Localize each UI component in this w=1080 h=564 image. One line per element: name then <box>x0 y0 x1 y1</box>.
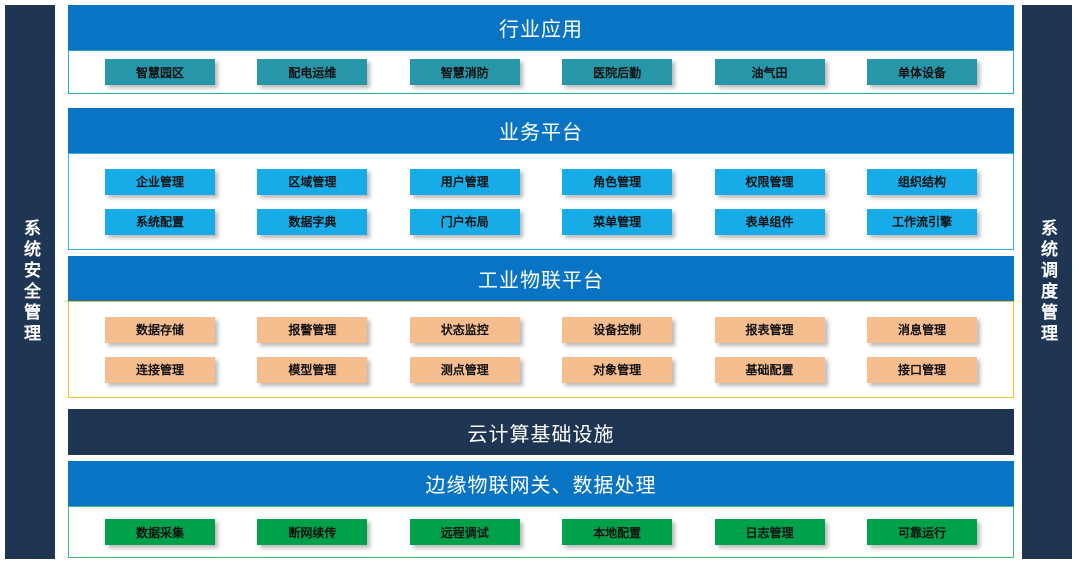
chip-region-management[interactable]: 区域管理 <box>257 168 368 195</box>
chip-row: 数据存储 报警管理 状态监控 设备控制 报表管理 消息管理 <box>69 316 1013 343</box>
chip-enterprise-management[interactable]: 企业管理 <box>105 168 215 195</box>
chip-model-management[interactable]: 模型管理 <box>257 356 368 383</box>
section-cloud-infrastructure: 云计算基础设施 <box>68 409 1014 455</box>
chip-offline-resume-transfer[interactable]: 断网续传 <box>257 519 368 545</box>
chip-menu-management[interactable]: 菜单管理 <box>562 208 673 235</box>
chip-data-dictionary[interactable]: 数据字典 <box>257 208 368 235</box>
chip-permission-management[interactable]: 权限管理 <box>714 168 825 195</box>
section-header-cloud-infrastructure: 云计算基础设施 <box>68 409 1014 455</box>
section-body-edge-gateway: 数据采集 断网续传 远程调试 本地配置 日志管理 可靠运行 <box>68 506 1014 558</box>
chip-alarm-management[interactable]: 报警管理 <box>257 316 368 343</box>
chip-data-storage[interactable]: 数据存储 <box>105 316 215 343</box>
chip-row: 连接管理 模型管理 测点管理 对象管理 基础配置 接口管理 <box>69 356 1013 383</box>
chip-row: 系统配置 数据字典 门户布局 菜单管理 表单组件 工作流引擎 <box>69 208 1013 235</box>
chip-standalone-device[interactable]: 单体设备 <box>866 59 977 85</box>
chip-local-config[interactable]: 本地配置 <box>562 519 673 545</box>
section-industry-application: 行业应用 智慧园区 配电运维 智慧消防 医院后勤 油气田 单体设备 <box>68 5 1014 94</box>
chip-row: 智慧园区 配电运维 智慧消防 医院后勤 油气田 单体设备 <box>69 59 1013 85</box>
chip-remote-debugging[interactable]: 远程调试 <box>409 519 520 545</box>
chip-measure-point-management[interactable]: 测点管理 <box>409 356 520 383</box>
chip-portal-layout[interactable]: 门户布局 <box>409 208 520 235</box>
chip-device-control[interactable]: 设备控制 <box>562 316 673 343</box>
chip-smart-firefighting[interactable]: 智慧消防 <box>409 59 520 85</box>
sidebar-left-label: 系统安全管理 <box>21 219 40 345</box>
chip-smart-park[interactable]: 智慧园区 <box>105 59 215 85</box>
section-header-business-platform: 业务平台 <box>68 108 1014 153</box>
section-body-industrial-iot-platform: 数据存储 报警管理 状态监控 设备控制 报表管理 消息管理 连接管理 模型管理 … <box>68 301 1014 398</box>
chip-form-component[interactable]: 表单组件 <box>714 208 825 235</box>
chip-reliable-operation[interactable]: 可靠运行 <box>866 519 977 545</box>
section-edge-gateway: 边缘物联网关、数据处理 数据采集 断网续传 远程调试 本地配置 日志管理 可靠运… <box>68 461 1014 558</box>
chip-oil-gas-field[interactable]: 油气田 <box>714 59 825 85</box>
section-industrial-iot-platform: 工业物联平台 数据存储 报警管理 状态监控 设备控制 报表管理 消息管理 连接管… <box>68 256 1014 398</box>
chip-status-monitoring[interactable]: 状态监控 <box>409 316 520 343</box>
section-header-edge-gateway: 边缘物联网关、数据处理 <box>68 461 1014 506</box>
chip-power-dist-ops[interactable]: 配电运维 <box>257 59 368 85</box>
chip-user-management[interactable]: 用户管理 <box>409 168 520 195</box>
chip-system-config[interactable]: 系统配置 <box>105 208 215 235</box>
section-header-industry-application: 行业应用 <box>68 5 1014 50</box>
chip-basic-config[interactable]: 基础配置 <box>714 356 825 383</box>
chip-message-management[interactable]: 消息管理 <box>866 316 977 343</box>
chip-row: 企业管理 区域管理 用户管理 角色管理 权限管理 组织结构 <box>69 168 1013 195</box>
chip-role-management[interactable]: 角色管理 <box>562 168 673 195</box>
chip-object-management[interactable]: 对象管理 <box>562 356 673 383</box>
chip-log-management[interactable]: 日志管理 <box>714 519 825 545</box>
chip-report-management[interactable]: 报表管理 <box>714 316 825 343</box>
sidebar-right-label: 系统调度管理 <box>1038 219 1057 345</box>
section-body-industry-application: 智慧园区 配电运维 智慧消防 医院后勤 油气田 单体设备 <box>68 50 1014 94</box>
section-business-platform: 业务平台 企业管理 区域管理 用户管理 角色管理 权限管理 组织结构 系统配置 … <box>68 108 1014 250</box>
chip-interface-management[interactable]: 接口管理 <box>866 356 977 383</box>
section-body-business-platform: 企业管理 区域管理 用户管理 角色管理 权限管理 组织结构 系统配置 数据字典 … <box>68 153 1014 250</box>
chip-connection-management[interactable]: 连接管理 <box>105 356 215 383</box>
layer-stack: 行业应用 智慧园区 配电运维 智慧消防 医院后勤 油气田 单体设备 业务平台 企… <box>68 5 1014 559</box>
section-header-industrial-iot-platform: 工业物联平台 <box>68 256 1014 301</box>
chip-hospital-logistics[interactable]: 医院后勤 <box>562 59 673 85</box>
chip-data-acquisition[interactable]: 数据采集 <box>105 519 215 545</box>
sidebar-system-security-management[interactable]: 系统安全管理 <box>5 5 55 559</box>
chip-org-structure[interactable]: 组织结构 <box>866 168 977 195</box>
chip-row: 数据采集 断网续传 远程调试 本地配置 日志管理 可靠运行 <box>69 519 1013 545</box>
chip-workflow-engine[interactable]: 工作流引擎 <box>866 208 977 235</box>
sidebar-system-dispatch-management[interactable]: 系统调度管理 <box>1022 5 1072 559</box>
